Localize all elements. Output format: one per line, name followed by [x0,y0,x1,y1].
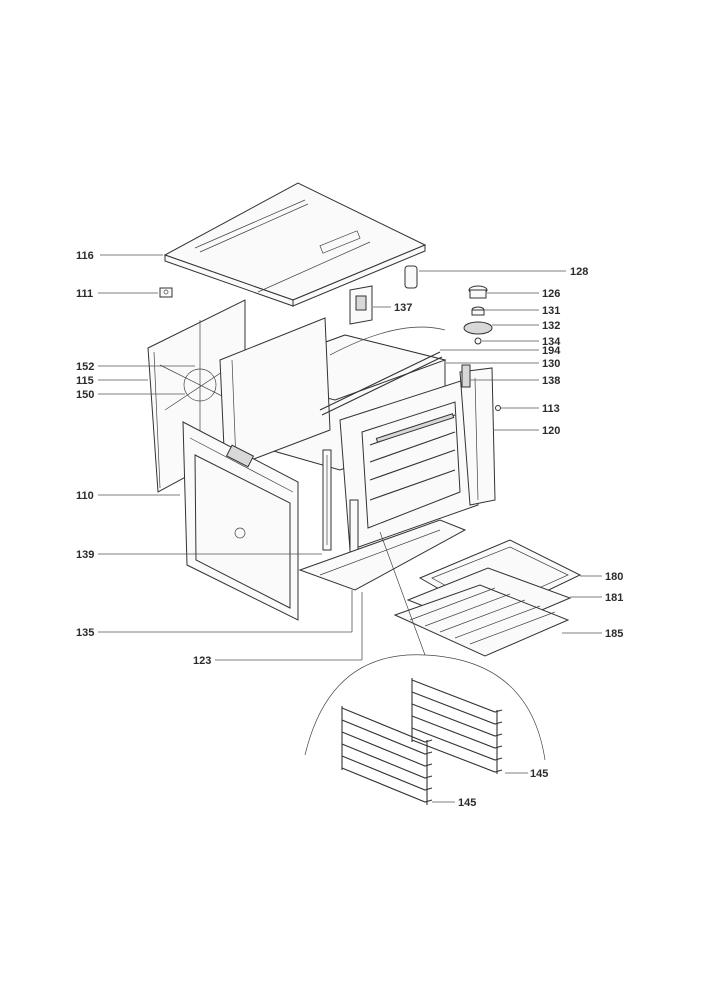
label-194: 194 [542,345,561,357]
label-180: 180 [605,571,623,583]
label-111: 111 [76,288,93,300]
label-138: 138 [542,375,560,387]
side-rack-left [341,706,433,805]
top-cover-panel [163,182,427,307]
label-181: 181 [605,592,623,604]
right-side-panel [459,364,496,506]
label-145-left: 145 [458,797,476,809]
oven-door [182,421,299,621]
label-135: 135 [76,627,94,639]
label-152: 152 [76,361,94,373]
label-128: 128 [570,266,588,278]
label-134: 134 [542,336,561,348]
lamp-cover [404,265,418,289]
bracket [349,285,373,325]
label-123: 123 [193,655,211,667]
label-132: 132 [542,320,560,332]
label-150: 150 [76,389,94,401]
label-145-right: 145 [530,768,548,780]
base-plate [298,519,467,591]
label-120: 120 [542,425,560,437]
label-126: 126 [542,288,560,300]
side-rack-right [411,678,503,774]
label-110: 110 [76,490,94,502]
label-185: 185 [605,628,623,640]
label-139: 139 [76,549,94,561]
label-131: 131 [542,305,560,317]
detail-zoom [304,531,546,761]
label-115: 115 [76,375,94,387]
screw [495,405,501,411]
label-113: 113 [542,403,560,415]
label-137: 137 [394,302,412,314]
label-130: 130 [542,358,560,370]
hinge-clip [159,287,173,298]
fan-assembly [463,285,493,345]
rear-frame [219,317,331,471]
front-frame [339,377,479,551]
grid-185 [393,584,570,657]
grill-element [319,351,443,416]
label-116: 116 [76,250,94,262]
part-labels: 116 111 152 115 150 110 139 135 123 128 … [76,250,623,809]
leader-lines [98,254,602,803]
